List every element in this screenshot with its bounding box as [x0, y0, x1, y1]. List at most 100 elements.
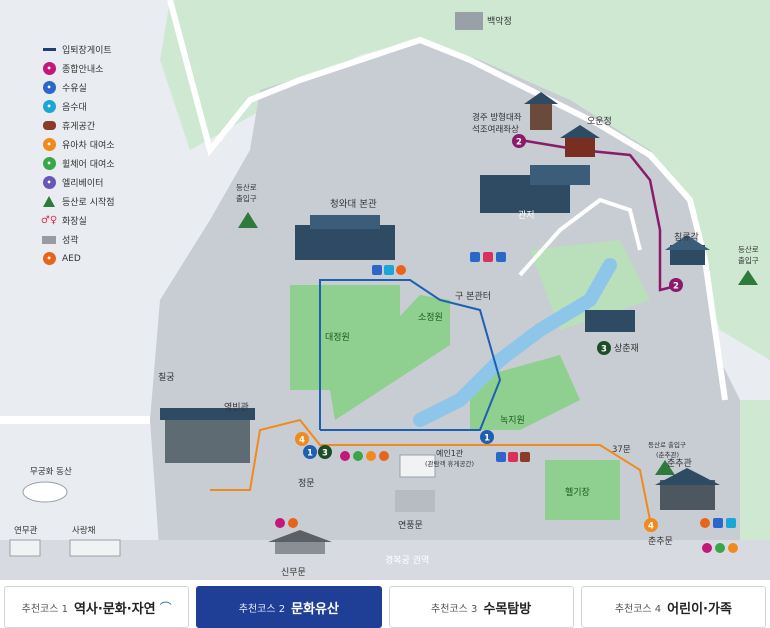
facility-cluster-bongwan	[372, 265, 406, 275]
label-yeonpungmun: 연풍문	[398, 520, 423, 531]
label-bongwan: 청와대 본관	[330, 198, 377, 210]
sinmumun-gate	[268, 530, 332, 554]
svg-text:3: 3	[601, 345, 607, 355]
legend-item: • AED	[42, 249, 152, 268]
restroom-icon: ♂♀	[40, 215, 58, 226]
label-yechun1: 예인1관	[436, 448, 464, 458]
tab-prefix: 추천코스 3	[431, 603, 478, 615]
legend-label: 화장실	[62, 217, 87, 227]
baegakjeong-pavilion	[455, 12, 483, 30]
label-visitor-hall-1: 경주 방형대좌	[472, 112, 522, 123]
legend-label: 등산로 시작점	[62, 198, 115, 208]
bongwan-building	[295, 215, 395, 260]
facility-cluster-yechun	[496, 452, 530, 462]
svg-text:4: 4	[648, 522, 654, 532]
svg-text:4: 4	[299, 436, 305, 446]
label-trail-left-1: 등산로	[236, 182, 257, 192]
chimnyugak-building	[665, 235, 710, 265]
legend-item: 등산로 시작점	[42, 192, 152, 211]
facility-cluster-chunchugwan	[700, 518, 738, 553]
trailhead-icon	[42, 195, 56, 209]
label-gwanjeo: 관저	[518, 210, 535, 221]
legend-label: 음수대	[62, 103, 87, 113]
label-trail-left-2: 출입구	[236, 193, 257, 203]
legend-item: • 수유실	[42, 78, 152, 97]
label-yeongbingwan: 영빈관	[224, 402, 249, 413]
label-gyeongbok: 경복궁 권역	[385, 554, 429, 566]
label-sarangchae: 사랑채	[72, 525, 95, 536]
tab-course-2[interactable]: 추천코스 2 문화유산	[196, 586, 382, 628]
label-chunchumun: 춘추문	[648, 536, 673, 547]
label-gate37: 37문	[612, 445, 631, 455]
label-daejeongwon: 대정원	[325, 332, 350, 343]
headphone-icon: ⌒	[159, 600, 172, 615]
legend-label: AED	[62, 253, 81, 264]
gate-line-icon	[42, 43, 56, 57]
nursing-room-icon: •	[42, 81, 56, 95]
label-oungjeong: 오운정	[587, 116, 612, 127]
legend-item: •음수대	[42, 97, 152, 116]
tab-label: 어린이·가족	[667, 601, 732, 617]
tab-prefix: 추천코스 1	[21, 603, 68, 615]
tab-course-3[interactable]: 추천코스 3 수목탐방	[388, 586, 574, 628]
tab-label: 역사·문화·자연	[73, 601, 156, 617]
aed-icon: •	[42, 252, 56, 266]
chunchugwan-building	[655, 468, 720, 510]
tab-label: 문화유산	[291, 601, 339, 617]
label-chilgung: 칠궁	[158, 372, 175, 383]
yechun-building	[399, 454, 436, 478]
label-chimnyugak: 침류각	[674, 231, 699, 243]
legend-item: •종합안내소	[42, 59, 152, 78]
legend-label: 수유실	[62, 84, 87, 94]
svg-text:3: 3	[322, 449, 328, 459]
tab-prefix: 추천코스 2	[238, 603, 286, 615]
mugunghwa-garden	[22, 481, 68, 503]
svg-text:1: 1	[307, 449, 313, 459]
legend-item: •휠체어 대여소	[42, 154, 152, 173]
mountain-area	[160, 0, 770, 360]
trailhead-icon-mid	[655, 460, 675, 475]
label-sinmumun: 신무문	[281, 567, 306, 578]
yeongbingwan-building	[160, 408, 255, 463]
label-visitor-hall-2: 석조여래좌상	[472, 124, 519, 135]
sangchunjae-building	[585, 310, 635, 332]
info-center-icon: •	[42, 62, 56, 76]
legend-label: 휴게공간	[62, 122, 96, 132]
course-badge-1b: 1	[303, 445, 317, 459]
fortress-icon	[42, 233, 56, 247]
label-trail-mid-2: (춘추관)	[656, 450, 679, 459]
elevator-icon: •	[42, 176, 56, 190]
legend-item: 휴게공간	[42, 116, 152, 135]
tab-label: 수목탐방	[483, 601, 532, 617]
legend-label: 입퇴장게이트	[62, 46, 112, 56]
forest-right	[735, 400, 770, 560]
legend-label: 유아차 대여소	[62, 141, 115, 151]
svg-text:2: 2	[673, 282, 679, 292]
upper-lawn	[530, 240, 650, 330]
course-badge-3a: 3	[597, 341, 611, 355]
facility-cluster-gate	[340, 451, 389, 461]
rest-area-icon	[42, 119, 56, 133]
course-path-1	[319, 279, 502, 431]
yeonpungmun-building	[395, 490, 435, 512]
label-sojeongwon: 소정원	[418, 312, 443, 323]
legend-item: • 유아차 대여소	[42, 135, 152, 154]
tab-course-1[interactable]: 추천코스 1 역사·문화·자연⌒	[4, 586, 190, 628]
label-chunchugwan: 춘추관	[667, 458, 692, 469]
label-yeonmugwan: 연무관	[14, 525, 38, 536]
label-nokjiwon: 녹지원	[500, 415, 525, 426]
sojeongwon-lawn	[330, 295, 450, 420]
stroller-icon: •	[42, 138, 56, 152]
label-mugunghwa: 무궁화 동산	[30, 466, 72, 477]
sarangchae-building	[69, 539, 121, 557]
legend-item: 성곽	[42, 230, 152, 249]
legend-label: 휠체어 대여소	[62, 160, 115, 170]
label-baegakjeong: 백악정	[487, 15, 512, 27]
campus-map[interactable]: 백악정 경주 방형대좌 석조여래좌상 오운정 관저 침류각 청와대 본관 등산로…	[0, 0, 770, 580]
stream	[413, 258, 617, 427]
course-path-4	[210, 418, 651, 521]
course-badge-4b: 4	[644, 518, 658, 532]
